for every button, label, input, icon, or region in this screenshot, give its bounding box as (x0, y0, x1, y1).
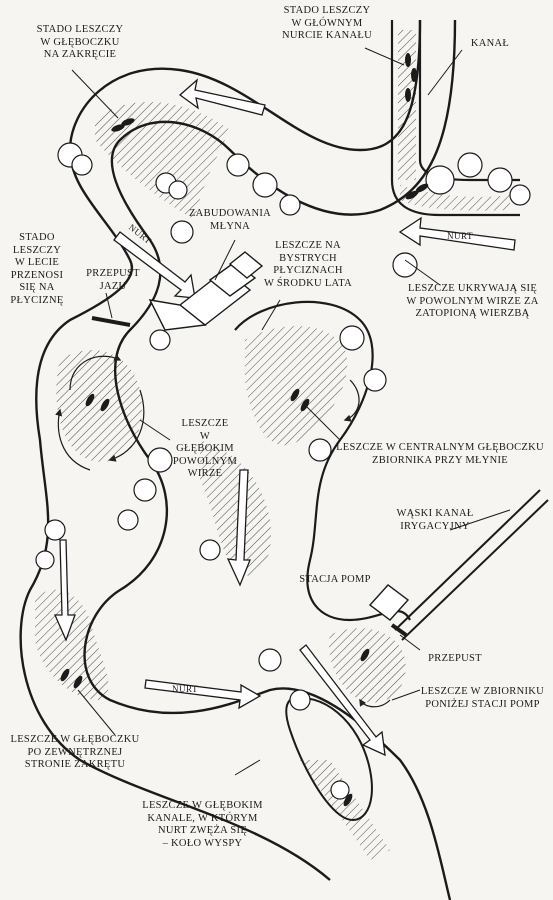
building-icon (148, 251, 264, 331)
label-mill-pool: LESZCZE W CENTRALNYM GŁĘBOCZKU ZBIORNIKA… (336, 442, 544, 466)
label-pump-station: STACJA POMP (299, 574, 371, 585)
hatched-left-eddy (56, 350, 142, 462)
eddy-arrows (55, 354, 391, 708)
label-narrow-channel: LESZCZE W GŁĘBOKIM KANALE, W KTÓRYM NURT… (142, 800, 263, 849)
label-canal: KANAŁ (470, 38, 510, 49)
label-summer-shallows: STADO LESZCZY W LECIE PRZENOSI SIĘ NA PŁ… (10, 232, 64, 306)
label-outer-bend: LESZCZE W GŁĘBOCZKU PO ZEWNĘTRZNEJ STRON… (10, 734, 140, 770)
label-fast-shallows: LESZCZE NA BYSTRYCH PŁYCIZNACH W ŚRODKU … (263, 240, 353, 289)
hatched-pump-pool (329, 628, 406, 703)
leader-lines (71, 47, 511, 776)
label-bend-pool: STADO LESZCZY W GŁĘBOCZKU NA ZAKRĘCIE (36, 24, 124, 60)
label-deep-slow-eddy: LESZCZE W GŁĘBOKIM POWOLNYM WIRZE (172, 418, 238, 479)
current-label-canal: NURT (447, 231, 473, 241)
label-pump-pool: LESZCZE W ZBIORNIKU PONIŻEJ STACJI POMP (420, 686, 545, 710)
flow-arrow-icon (54, 78, 516, 757)
irrigation-channel-edge (401, 499, 549, 641)
pump-culvert (390, 623, 408, 637)
hatched-narrow-channel (300, 760, 390, 860)
label-mill-buildings: ZABUDOWANIA MŁYNA (188, 208, 272, 232)
pump-house-icon (368, 584, 410, 621)
label-weir-culvert: PRZEPUST JAZU (86, 268, 140, 292)
label-main-canal-current: STADO LESZCZY W GŁÓWNYM NURCIE KANAŁU (282, 5, 372, 41)
hatched-mill-channel (200, 440, 271, 576)
canal-bank-left (390, 20, 520, 217)
hatched-canal-bend (400, 185, 510, 211)
current-label-lower: NURT (172, 684, 198, 694)
upper-river-left-bank (19, 19, 422, 881)
irrigation-channel (394, 489, 541, 631)
tree-icon (35, 142, 531, 800)
hatched-canal (398, 30, 416, 180)
label-irrigation-channel: WĄSKI KANAŁ IRYGACYJNY (396, 508, 474, 532)
label-culvert: PRZEPUST (428, 653, 482, 664)
mill-pool-outline (234, 300, 411, 622)
hatched-outer-bend (35, 589, 109, 700)
label-willow-eddy: LESZCZE UKRYWAJĄ SIĘ W POWOLNYM WIRZE ZA… (406, 283, 539, 319)
hatched-deep-bend (95, 101, 230, 220)
weir-culvert (91, 316, 131, 327)
hatched-mill-pool (245, 326, 348, 446)
